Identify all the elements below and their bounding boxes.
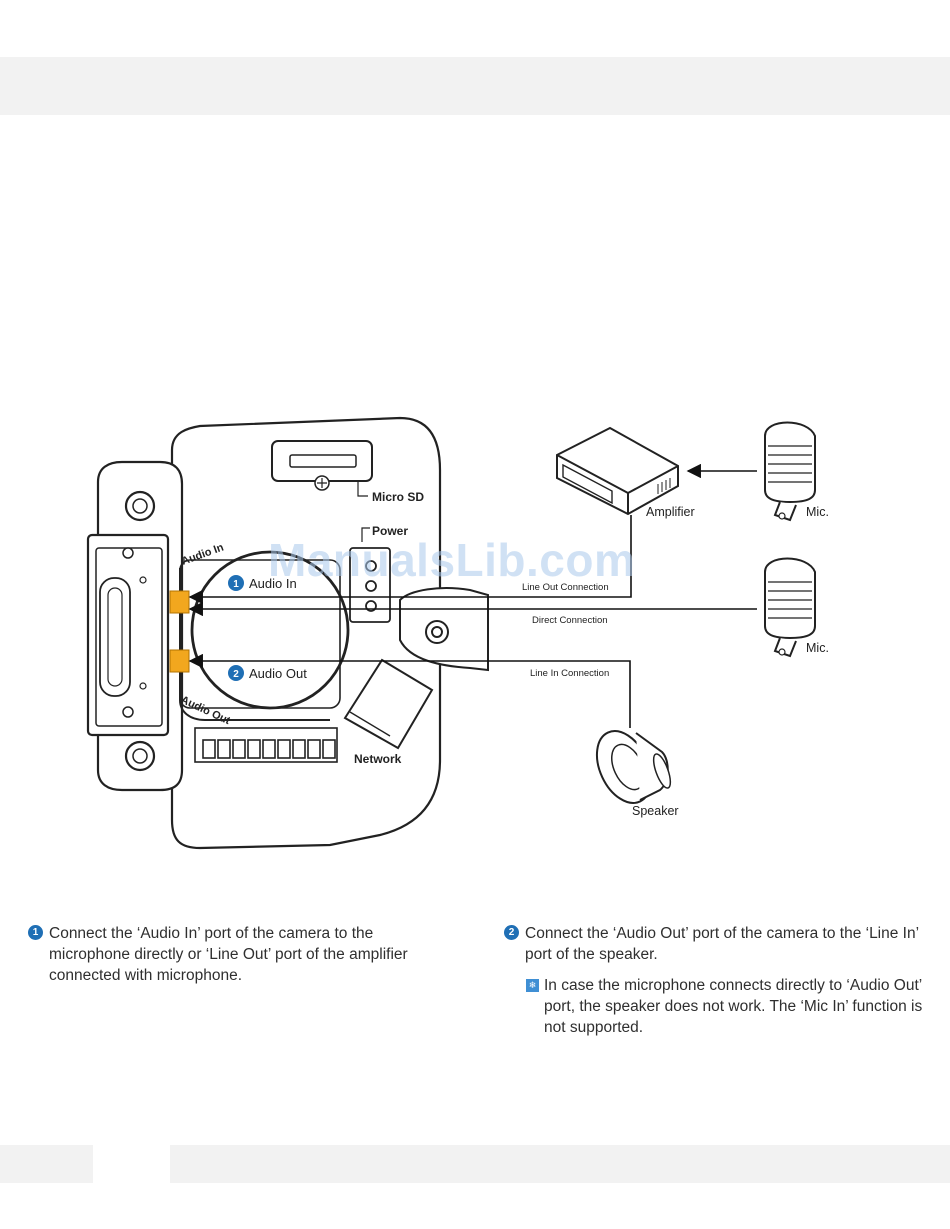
- power-label: Power: [372, 524, 408, 538]
- mic-middle-label: Mic.: [806, 641, 829, 655]
- mounting-bracket: [86, 460, 184, 792]
- step-2: 2 Connect the ‘Audio Out’ port of the ca…: [504, 923, 934, 1038]
- step-2-badge: 2: [504, 925, 519, 940]
- line-out-connection-label: Line Out Connection: [522, 582, 609, 593]
- audio-in-port: [169, 590, 190, 614]
- step-2-text: Connect the ‘Audio Out’ port of the came…: [525, 925, 919, 963]
- direct-connection-label: Direct Connection: [532, 615, 608, 626]
- network-cable: [343, 658, 434, 750]
- note: ❄ In case the microphone connects direct…: [504, 975, 934, 1038]
- line-in-connection-label: Line In Connection: [530, 668, 609, 679]
- footer-band-left: [0, 1145, 93, 1183]
- watermark: ManualsLib.com: [268, 534, 636, 586]
- mic-icon-top: [764, 421, 816, 522]
- micro-sd-slot: [271, 440, 373, 497]
- lens-assembly: [179, 550, 350, 721]
- callout-2-badge: [228, 665, 244, 681]
- step-1: 1 Connect the ‘Audio In’ port of the cam…: [28, 923, 458, 986]
- step-1-badge: 1: [28, 925, 43, 940]
- footer-band-right: [170, 1145, 950, 1183]
- header-band: [0, 57, 950, 115]
- callout-2-label: Audio Out: [249, 666, 307, 681]
- callout-2-number: 2: [233, 669, 239, 680]
- callout-1-badge: [228, 575, 244, 591]
- network-label: Network: [354, 752, 402, 766]
- speaker-icon: [595, 730, 672, 804]
- step-1-text: Connect the ‘Audio In’ port of the camer…: [49, 925, 408, 984]
- power-connector: [349, 527, 391, 623]
- terminal-block: [194, 727, 338, 763]
- line-in-connection-line: [188, 653, 631, 728]
- speaker-label: Speaker: [632, 804, 679, 818]
- callout-1-number: 1: [233, 579, 239, 590]
- mic-top-label: Mic.: [806, 505, 829, 519]
- line-out-connection-line: [188, 515, 632, 605]
- amplifier-label: Amplifier: [646, 505, 695, 519]
- note-text: In case the microphone connects directly…: [544, 977, 923, 1036]
- mic-icon-middle: [764, 557, 816, 658]
- amplifier-icon: [556, 426, 679, 516]
- audio-out-port: [169, 649, 190, 673]
- callout-1-label: Audio In: [249, 576, 297, 591]
- note-icon: ❄: [526, 979, 539, 992]
- micro-sd-label: Micro SD: [372, 490, 424, 504]
